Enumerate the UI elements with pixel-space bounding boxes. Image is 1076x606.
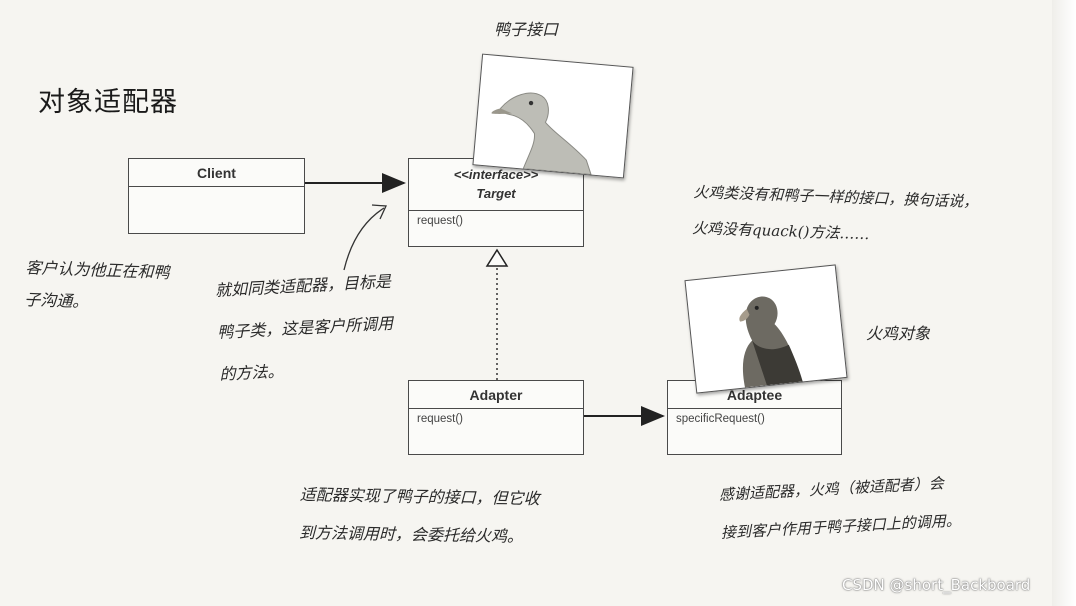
target-explanation-note: 就如同类适配器，目标是 鸭子类，这是客户所调用 的方法。 [214,261,396,396]
client-class-box: Client [128,158,305,234]
turkey-icon [739,296,803,388]
target-method: request() [417,215,464,227]
adapter-explanation-note: 适配器实现了鸭子的接口，但它收 到方法调用时，会委托给火鸡。 [299,476,540,556]
client-note-line-2: 子沟通。 [24,289,89,312]
page-edge-shade [1052,0,1076,606]
target-interface-box: <<interface>> Target request() [408,158,584,247]
turkey-photo [684,264,848,394]
duck-icon [491,92,592,176]
adapter-class-name: Adapter [409,381,583,409]
adaptee-method: specificRequest() [676,413,765,425]
adapter-note-line-2: 到方法调用时，会委托给火鸡。 [298,522,524,546]
target-note-arrowhead [371,204,387,220]
adaptee-explanation-note: 感谢适配器，火鸡（被适配者）会 接到客户作用于鸭子接口上的调用。 [718,463,962,551]
adapter-note-line-1: 适配器实现了鸭子的接口，但它收 [299,484,540,509]
duck-interface-note: 鸭子接口 [494,20,559,39]
target-class-header: <<interface>> Target [409,159,583,211]
target-stereotype: <<interface>> [453,167,539,182]
diagram-title: 对象适配器 [38,87,178,118]
client-class-name: Client [129,159,304,187]
client-note-line-1: 客户认为他正在和鸭 [25,257,170,283]
duck-photo [472,53,634,179]
target-class-name: Target [476,186,516,201]
client-note: 客户认为他正在和鸭 子沟通。 [24,252,170,321]
target-note-arrow [343,207,385,271]
adapter-class-box: Adapter request() [408,380,584,455]
turkey-object-note: 火鸡对象 [866,324,931,343]
adapter-method: request() [417,413,464,425]
adaptee-class-box: Adaptee specificRequest() [667,380,842,455]
turkey-interface-note: 火鸡类没有和鸭子一样的接口，换句话说， 火鸡没有quack()方法…… [691,174,979,256]
watermark: CSDN @short_Backboard [842,576,1031,594]
adaptee-class-name: Adaptee [668,381,841,409]
realization-triangle [485,248,509,267]
